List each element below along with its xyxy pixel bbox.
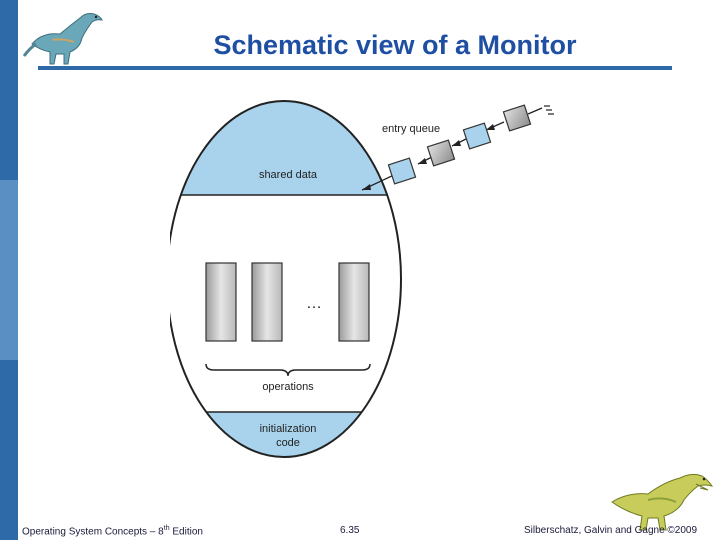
operation-box bbox=[338, 262, 370, 342]
operations-ellipsis: … bbox=[306, 295, 322, 312]
footer-copyright: Silberschatz, Galvin and Gagne ©2009 bbox=[524, 525, 698, 536]
init-label-line1: initialization bbox=[260, 423, 317, 435]
dinosaur-footer-icon bbox=[611, 473, 714, 531]
init-label-line2: code bbox=[276, 437, 300, 449]
shared-data-label: shared data bbox=[259, 169, 318, 181]
queue-process bbox=[387, 157, 417, 185]
operations-brace bbox=[205, 363, 371, 377]
slide-title: Schematic view of a Monitor bbox=[213, 30, 577, 60]
slide-sidebar bbox=[0, 0, 18, 540]
sidebar-segment-top bbox=[0, 0, 18, 180]
sidebar-segment-bottom bbox=[0, 360, 18, 540]
operations-label: operations bbox=[262, 381, 314, 393]
operation-box bbox=[205, 262, 237, 342]
queue-process bbox=[502, 104, 532, 132]
dinosaur-logo-icon bbox=[22, 13, 103, 65]
monitor-diagram: shared data … operations initialization … bbox=[170, 100, 554, 458]
sidebar-segment-middle bbox=[0, 180, 18, 360]
footer-book-title: Operating System Concepts – 8th Edition bbox=[22, 525, 203, 537]
queue-process bbox=[462, 122, 492, 150]
monitor-oval bbox=[170, 100, 402, 458]
entry-queue-label: entry queue bbox=[382, 123, 440, 135]
footer-book-suffix: Edition bbox=[169, 526, 203, 538]
footer-book-prefix: Operating System Concepts – 8 bbox=[22, 526, 164, 538]
operation-box bbox=[251, 262, 283, 342]
entry-queue bbox=[361, 104, 554, 191]
queue-process bbox=[426, 139, 456, 167]
title-underline bbox=[38, 66, 672, 70]
footer-page-number: 6.35 bbox=[340, 525, 360, 536]
footer-book-sup: th bbox=[163, 525, 170, 532]
